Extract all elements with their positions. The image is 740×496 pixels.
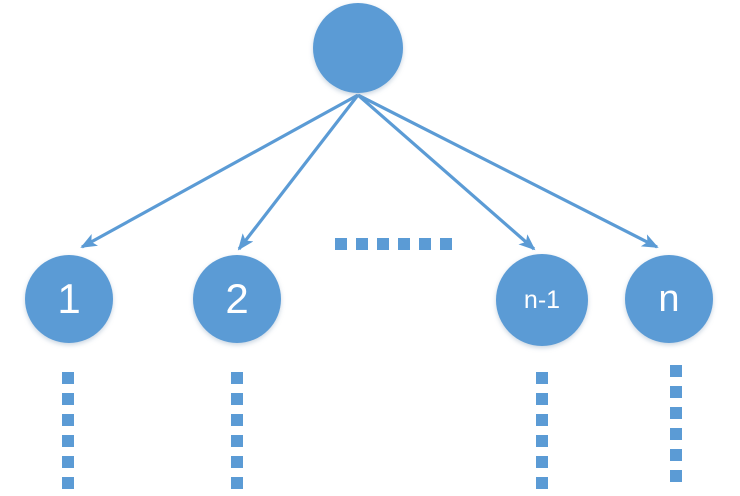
node-child-n-1[interactable]: n-1 — [496, 254, 588, 346]
ellipsis-dot — [356, 238, 368, 250]
ellipsis-dot — [231, 414, 243, 426]
ellipsis-dot — [62, 393, 74, 405]
ellipsis-dot — [670, 428, 682, 440]
ellipsis-dot — [377, 238, 389, 250]
ellipsis-dot — [670, 470, 682, 482]
ellipsis-dot — [536, 414, 548, 426]
node-child-2-label: 2 — [225, 275, 249, 322]
descendants-ellipsis-n — [670, 365, 682, 482]
ellipsis-dot — [62, 435, 74, 447]
node-child-n-label: n — [658, 278, 680, 320]
node-child-2[interactable]: 2 — [193, 255, 281, 343]
ellipsis-dot — [536, 456, 548, 468]
ellipsis-dot — [231, 372, 243, 384]
node-child-1-label: 1 — [57, 275, 81, 322]
ellipsis-dot — [62, 456, 74, 468]
edge-root-n — [357, 93, 659, 249]
ellipsis-dot — [440, 238, 452, 250]
ellipsis-dot — [398, 238, 410, 250]
sibling-ellipsis — [335, 238, 452, 250]
edge-root-1 — [80, 93, 359, 249]
ellipsis-dot — [62, 414, 74, 426]
node-child-n[interactable]: n — [625, 255, 713, 343]
node-child-1[interactable]: 1 — [25, 255, 113, 343]
edges-group — [80, 93, 659, 251]
ellipsis-dot — [335, 238, 347, 250]
ellipsis-dot — [536, 393, 548, 405]
node-child-n-1-label: n-1 — [523, 285, 561, 314]
ellipsis-dot — [670, 365, 682, 377]
ellipsis-dot — [231, 456, 243, 468]
ellipsis-dot — [670, 407, 682, 419]
edge-root-n-1 — [356, 93, 536, 251]
ellipsis-dot — [536, 372, 548, 384]
ellipsis-dot — [231, 435, 243, 447]
edge-root-2 — [237, 94, 360, 251]
descendants-ellipsis-2 — [231, 372, 243, 489]
ellipsis-dot — [62, 372, 74, 384]
descendants-ellipsis-n-1 — [536, 372, 548, 489]
ellipsis-dot — [419, 238, 431, 250]
descendants-ellipsis-1 — [62, 372, 74, 489]
ellipsis-dot — [670, 449, 682, 461]
ellipsis-dot — [62, 477, 74, 489]
ellipsis-dot — [536, 435, 548, 447]
ellipsis-dot — [536, 477, 548, 489]
node-root[interactable] — [313, 3, 403, 93]
ellipsis-dot — [670, 386, 682, 398]
ellipsis-dot — [231, 477, 243, 489]
ellipsis-dot — [231, 393, 243, 405]
